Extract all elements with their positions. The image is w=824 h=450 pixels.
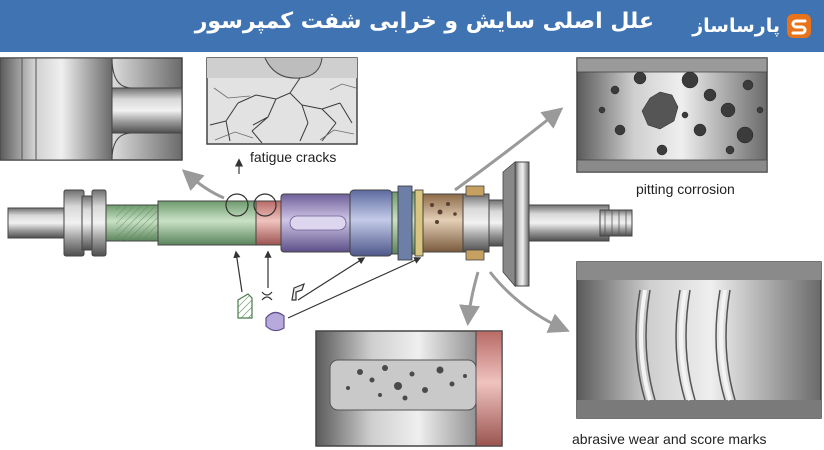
callout-circle-2 xyxy=(253,193,277,217)
callout-circle-1 xyxy=(225,193,249,217)
header-bar: علل اصلی سایش و خرابی شفت کمپرسور پارساس… xyxy=(0,0,824,52)
pitting-corrosion-closeup xyxy=(576,57,768,173)
logo-text: پارساساز xyxy=(692,15,780,37)
abrasive-wear-closeup xyxy=(576,261,822,419)
callout-arrows xyxy=(181,107,570,333)
label-pitting-corrosion: pitting corrosion xyxy=(636,181,735,197)
section-arrows xyxy=(233,250,422,319)
page-title: علل اصلی سایش و خرابی شفت کمپرسور xyxy=(194,9,654,34)
logo-icon xyxy=(787,14,811,38)
brand-logo[interactable]: پارساساز xyxy=(692,12,812,40)
fatigue-cracks-closeup xyxy=(206,57,358,145)
compressor-shaft xyxy=(7,161,633,288)
section-glyphs xyxy=(237,282,305,332)
label-abrasive-wear: abrasive wear and score marks xyxy=(572,431,767,447)
label-fatigue-cracks: fatigue cracks xyxy=(250,149,336,165)
journal-closeup xyxy=(0,57,183,161)
journal-wear-closeup xyxy=(315,330,503,447)
compressor-shaft-diagram: fatigue cracks pitting corrosion xyxy=(0,57,822,447)
